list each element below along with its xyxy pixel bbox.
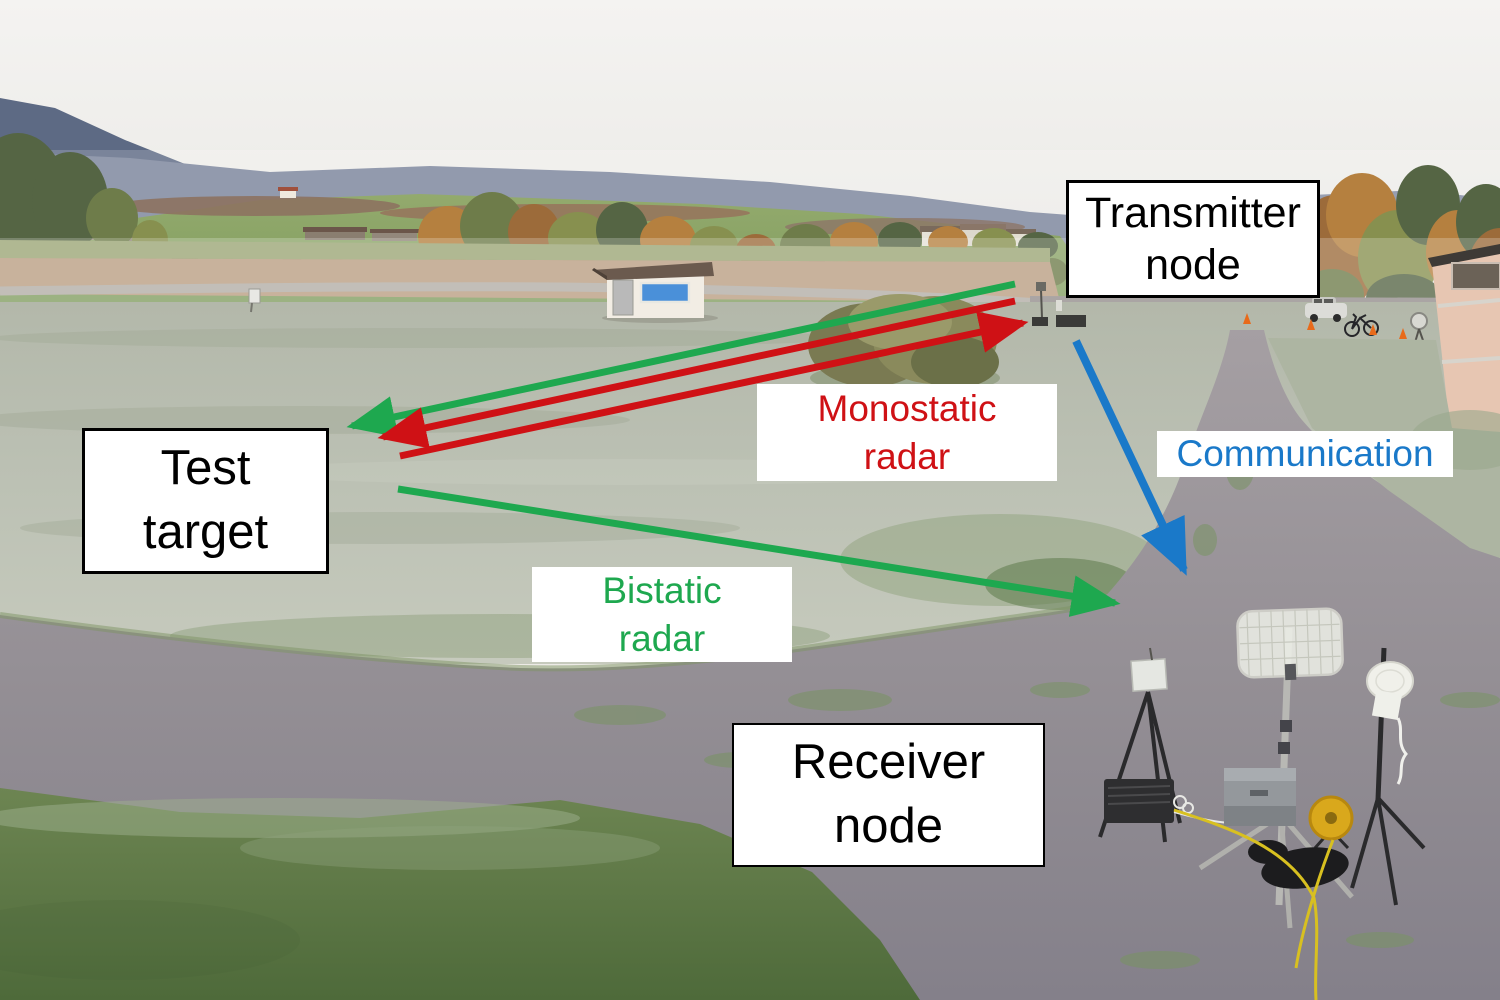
traffic-cones <box>1243 313 1407 339</box>
bistatic-illumination-arrow <box>346 280 1016 438</box>
receiver-equipment <box>1098 607 1426 1000</box>
bistatic-radar-label-text: Bistatic radar <box>602 570 722 659</box>
bistatic-scatter-arrow <box>397 485 1121 617</box>
test-target-label: Test target <box>82 428 329 574</box>
grid-antenna-mast <box>1198 607 1354 929</box>
receiver-node-label: Receiver node <box>732 723 1045 867</box>
path-grass-fringe <box>0 599 1102 672</box>
right-building <box>1428 244 1500 432</box>
communication-arrow <box>1072 339 1188 576</box>
monostatic-return-arrow <box>399 311 1029 460</box>
right-tripod-dish <box>1350 647 1426 906</box>
monostatic-outbound-arrow <box>377 297 1016 449</box>
monostatic-radar-label-text: Monostatic radar <box>817 388 997 477</box>
yellow-cables <box>1173 808 1335 1000</box>
communication-label: Communication <box>1157 431 1453 477</box>
grid-antenna <box>1236 607 1344 681</box>
receiver-node-label-text: Receiver node <box>791 735 986 853</box>
transmitter-node-label-text: Transmitter node <box>1085 188 1301 289</box>
foreground-grass <box>0 788 920 1000</box>
parked-car <box>1305 297 1347 322</box>
transport-crate <box>1224 768 1296 826</box>
bistatic-radar-label: Bistatic radar <box>532 567 792 662</box>
bicycle <box>1344 313 1379 337</box>
communication-label-text: Communication <box>1176 433 1434 475</box>
monostatic-radar-label: Monostatic radar <box>757 384 1057 481</box>
equipment-case <box>1104 779 1194 823</box>
cable-reel <box>1308 795 1354 850</box>
transmitter-node-label: Transmitter node <box>1066 180 1320 298</box>
shed <box>592 262 718 323</box>
transmitter-equipment <box>1032 282 1086 327</box>
test-target-label-text: Test target <box>142 441 269 559</box>
